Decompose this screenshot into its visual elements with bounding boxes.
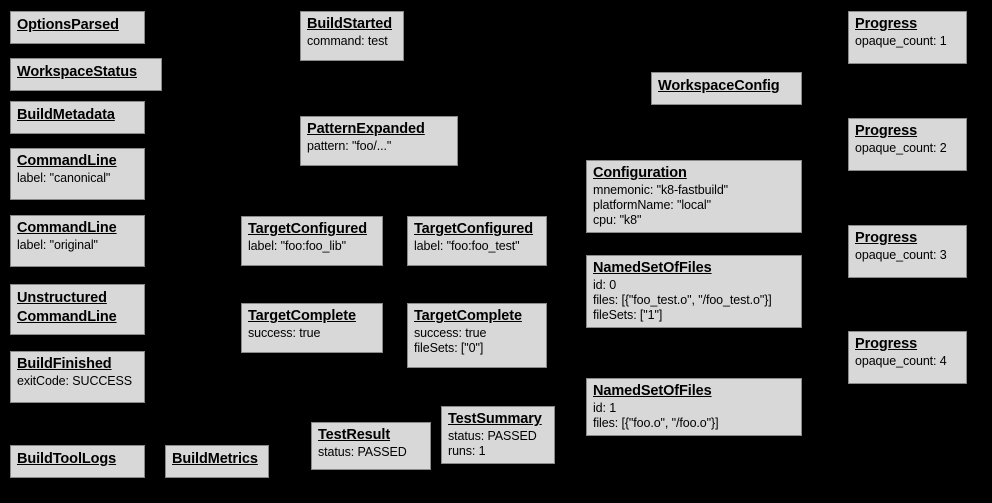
node-title: Progress: [855, 230, 918, 246]
node-title: NamedSetOfFiles: [593, 260, 712, 276]
node-field: exitCode: SUCCESS: [17, 374, 133, 388]
node-workspace-status[interactable]: WorkspaceStatus: [10, 58, 162, 91]
node-field: id: 1: [593, 401, 617, 415]
node-fields: opaque_count: 4: [855, 354, 960, 369]
node-title: TargetComplete: [414, 308, 522, 324]
node-field: id: 0: [593, 278, 617, 292]
node-field: files: [{"foo.o", "/foo.o"}]: [593, 416, 719, 430]
node-title: WorkspaceConfig: [658, 78, 780, 94]
node-title: TestSummary: [448, 411, 542, 427]
node-field: label: "canonical": [17, 171, 111, 185]
node-title: BuildMetrics: [172, 451, 258, 467]
node-target-configured-test[interactable]: TargetConfigured label: "foo:foo_test": [407, 216, 547, 266]
node-title: Unstructured CommandLine: [17, 290, 117, 325]
node-field: fileSets: ["1"]: [593, 308, 663, 322]
node-fields: exitCode: SUCCESS: [17, 374, 138, 389]
node-field: success: true: [248, 326, 321, 340]
node-fields: opaque_count: 2: [855, 141, 960, 156]
node-fields: label: "foo:foo_test": [414, 239, 540, 254]
node-target-complete-lib[interactable]: TargetComplete success: true: [241, 303, 383, 353]
node-build-finished[interactable]: BuildFinished exitCode: SUCCESS: [10, 351, 145, 403]
node-fields: mnemonic: "k8-fastbuild"platformName: "l…: [593, 183, 795, 228]
node-title: CommandLine: [17, 153, 117, 169]
node-title: Progress: [855, 123, 918, 139]
node-target-configured-lib[interactable]: TargetConfigured label: "foo:foo_lib": [241, 216, 383, 266]
node-field: fileSets: ["0"]: [414, 341, 484, 355]
node-field: opaque_count: 2: [855, 141, 947, 155]
node-fields: opaque_count: 1: [855, 34, 960, 49]
node-title: BuildToolLogs: [17, 451, 117, 467]
node-field: opaque_count: 3: [855, 248, 947, 262]
node-title: PatternExpanded: [307, 121, 425, 137]
node-title: Configuration: [593, 165, 687, 181]
node-build-tool-logs[interactable]: BuildToolLogs: [10, 445, 145, 478]
node-field: pattern: "foo/...": [307, 139, 392, 153]
node-field: command: test: [307, 34, 388, 48]
node-field: label: "foo:foo_test": [414, 239, 520, 253]
node-title: Progress: [855, 16, 918, 32]
node-build-metadata[interactable]: BuildMetadata: [10, 101, 145, 134]
node-test-result[interactable]: TestResult status: PASSED: [311, 422, 431, 470]
node-fields: pattern: "foo/...": [307, 139, 451, 154]
node-field: platformName: "local": [593, 198, 711, 212]
node-title: BuildMetadata: [17, 107, 115, 123]
node-progress-1[interactable]: Progress opaque_count: 1: [848, 11, 967, 64]
node-progress-3[interactable]: Progress opaque_count: 3: [848, 225, 967, 278]
node-title: Progress: [855, 336, 918, 352]
node-build-metrics[interactable]: BuildMetrics: [165, 445, 269, 478]
node-title: TestResult: [318, 427, 391, 443]
node-field: runs: 1: [448, 444, 486, 458]
node-field: status: PASSED: [318, 445, 407, 459]
node-build-started[interactable]: BuildStarted command: test: [300, 11, 404, 61]
node-field: status: PASSED: [448, 429, 537, 443]
node-field: files: [{"foo_test.o", "/foo_test.o"}]: [593, 293, 772, 307]
node-field: success: true: [414, 326, 487, 340]
node-field: cpu: "k8": [593, 213, 642, 227]
node-fields: opaque_count: 3: [855, 248, 960, 263]
node-title: NamedSetOfFiles: [593, 383, 712, 399]
node-fields: success: true: [248, 326, 376, 341]
node-field: label: "foo:foo_lib": [248, 239, 346, 253]
node-unstructured-command-line[interactable]: Unstructured CommandLine: [10, 284, 145, 335]
node-configuration[interactable]: Configuration mnemonic: "k8-fastbuild"pla…: [586, 160, 802, 233]
node-command-line-canonical[interactable]: CommandLine label: "canonical": [10, 148, 145, 200]
node-title: TargetComplete: [248, 308, 356, 324]
node-field: label: "original": [17, 238, 98, 252]
node-field: opaque_count: 4: [855, 354, 947, 368]
node-title: CommandLine: [17, 220, 117, 236]
node-fields: label: "canonical": [17, 171, 138, 186]
node-command-line-original[interactable]: CommandLine label: "original": [10, 215, 145, 267]
node-title: BuildStarted: [307, 16, 393, 32]
node-progress-4[interactable]: Progress opaque_count: 4: [848, 331, 967, 384]
node-title: TargetConfigured: [414, 221, 533, 237]
node-fields: status: PASSED: [318, 445, 424, 460]
node-progress-2[interactable]: Progress opaque_count: 2: [848, 118, 967, 171]
node-title: TargetConfigured: [248, 221, 367, 237]
node-title: OptionsParsed: [17, 17, 119, 33]
node-fields: command: test: [307, 34, 397, 49]
node-pattern-expanded[interactable]: PatternExpanded pattern: "foo/...": [300, 116, 458, 166]
node-fields: label: "foo:foo_lib": [248, 239, 376, 254]
node-title: WorkspaceStatus: [17, 64, 137, 80]
node-title: BuildFinished: [17, 356, 112, 372]
node-workspace-config[interactable]: WorkspaceConfig: [651, 72, 802, 105]
node-field: mnemonic: "k8-fastbuild": [593, 183, 729, 197]
node-fields: label: "original": [17, 238, 138, 253]
node-field: opaque_count: 1: [855, 34, 947, 48]
node-options-parsed[interactable]: OptionsParsed: [10, 11, 145, 44]
